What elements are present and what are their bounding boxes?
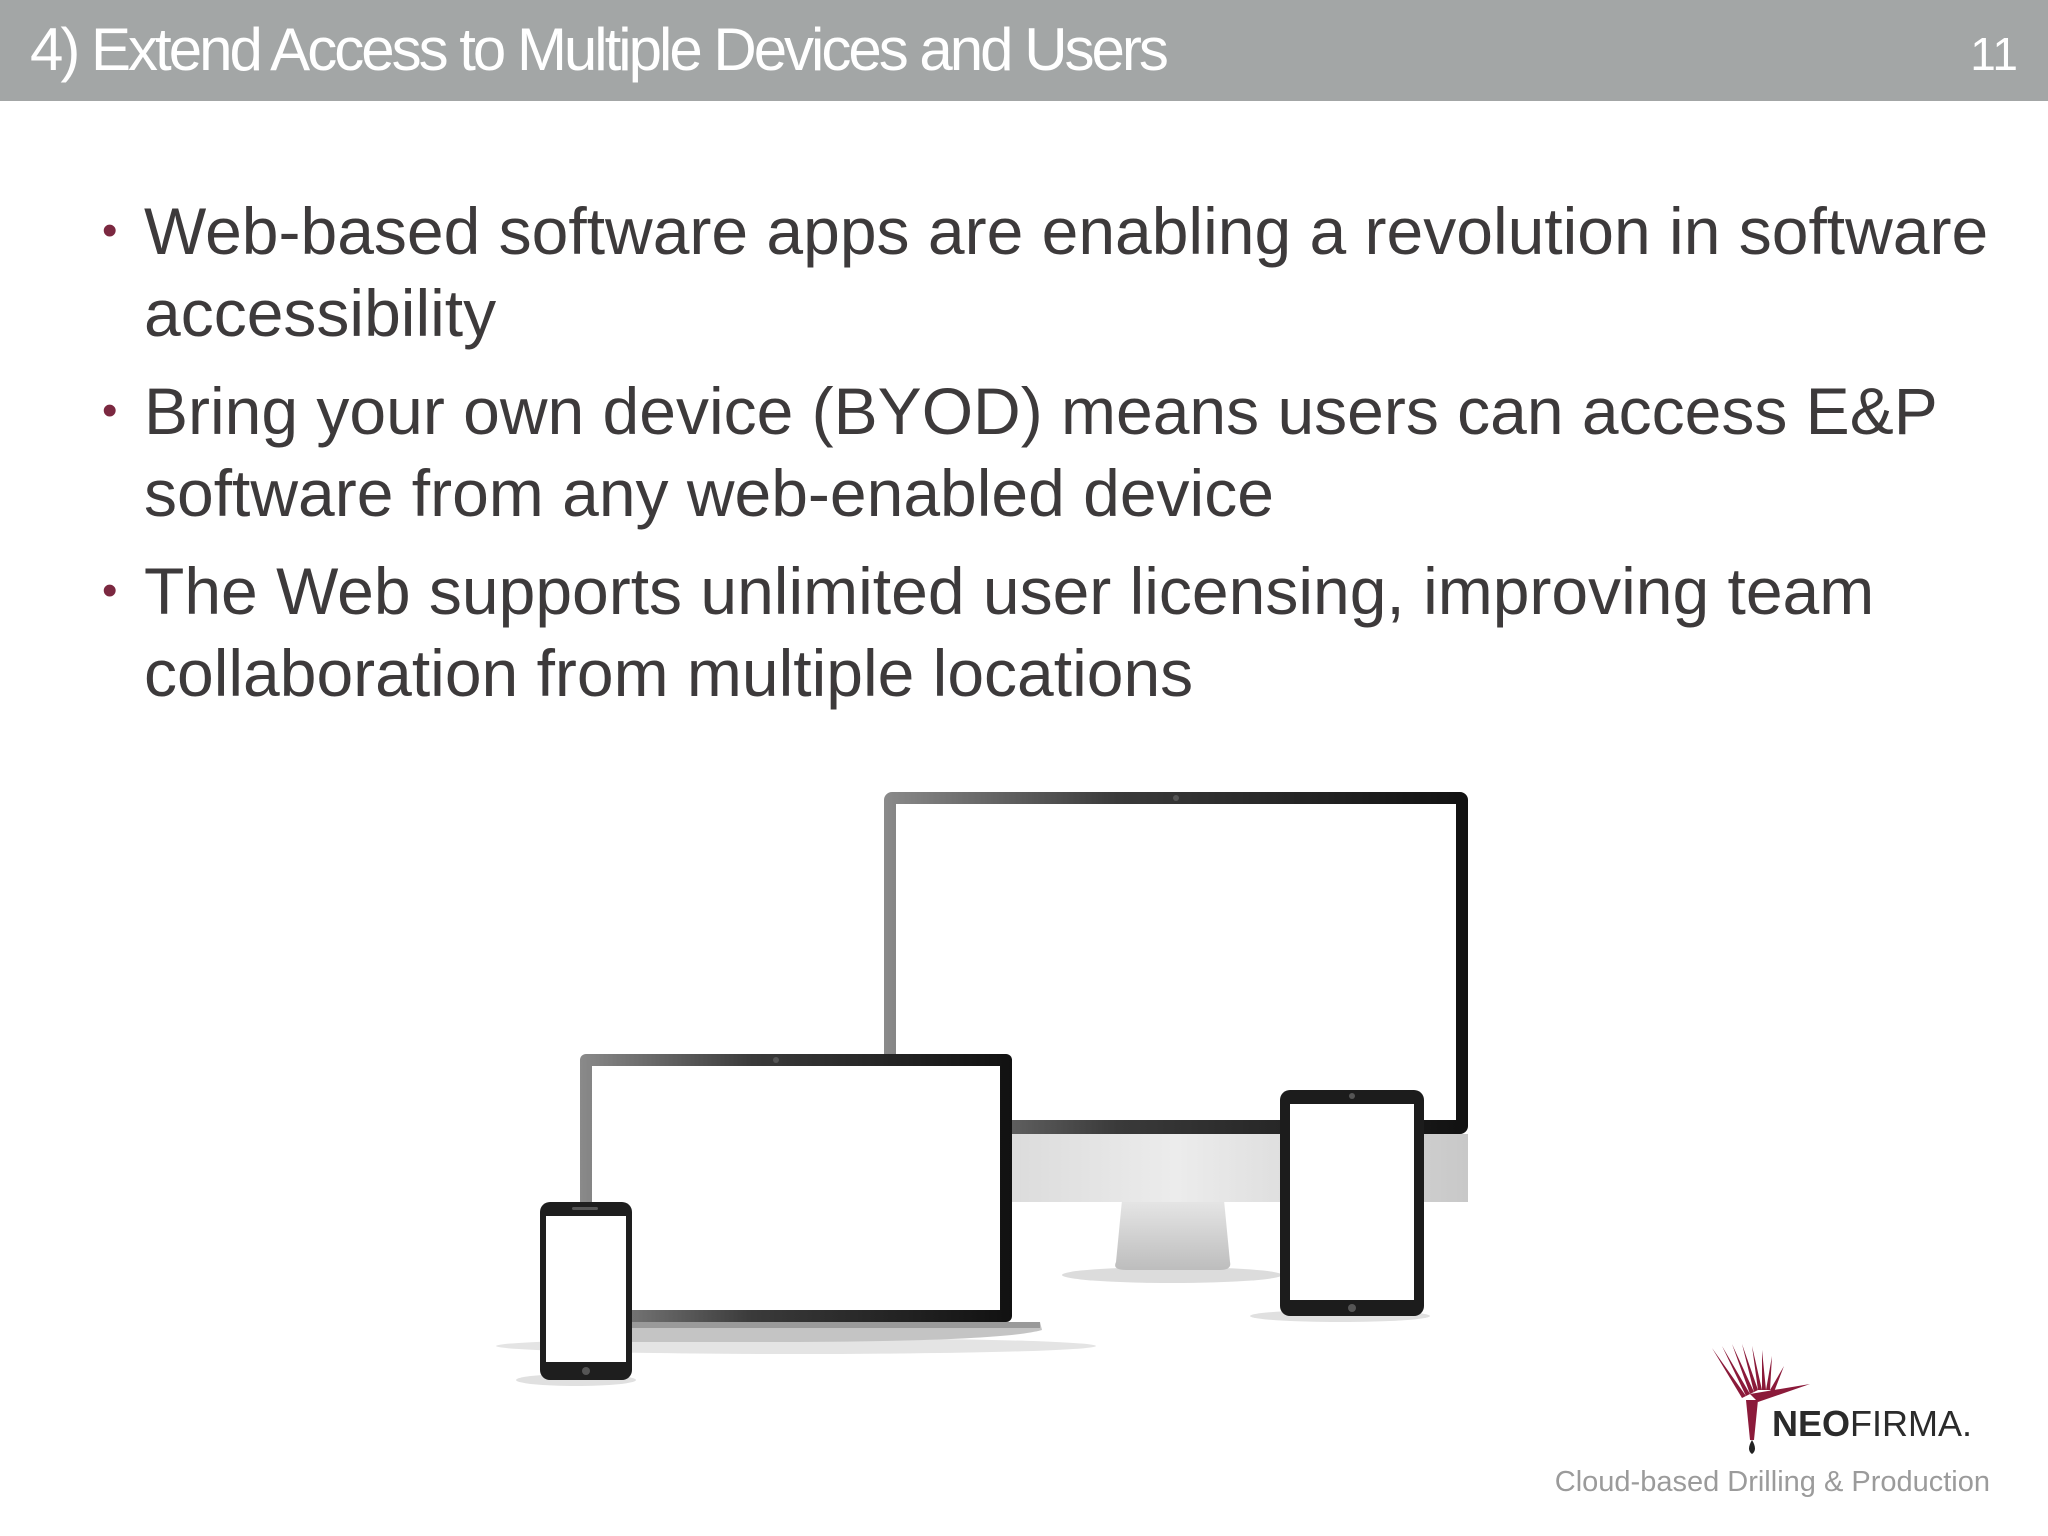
bullet-icon: • — [102, 566, 118, 615]
slide-header: 4) Extend Access to Multiple Devices and… — [0, 0, 2048, 101]
neofirma-logo-icon — [1712, 1344, 1810, 1454]
logo-name-bold: NEO — [1772, 1403, 1851, 1444]
bullet-text: The Web supports unlimited user licensin… — [144, 554, 1875, 710]
tablet-icon — [1250, 1090, 1430, 1322]
logo-tagline: Cloud-based Drilling & Production — [1554, 1466, 1990, 1498]
bullet-list: • Web-based software apps are enabling a… — [98, 190, 1998, 730]
bullet-text: Web-based software apps are enabling a r… — [144, 194, 1989, 350]
bullet-text: Bring your own device (BYOD) means users… — [144, 374, 1937, 530]
logo-mark: . — [1962, 1403, 1973, 1444]
bullet-item: • The Web supports unlimited user licens… — [98, 550, 1998, 714]
smartphone-icon — [516, 1202, 636, 1386]
bullet-icon: • — [102, 206, 118, 255]
bullet-icon: • — [102, 386, 118, 435]
bullet-item: • Bring your own device (BYOD) means use… — [98, 370, 1998, 534]
laptop-icon — [496, 1054, 1096, 1354]
logo-wordmark: NEOFIRMA. — [1772, 1403, 1972, 1445]
bullet-item: • Web-based software apps are enabling a… — [98, 190, 1998, 354]
slide-title: 4) Extend Access to Multiple Devices and… — [30, 16, 1169, 83]
logo-name-rest: FIRMA — [1850, 1403, 1963, 1444]
page-number: 11 — [1970, 28, 2018, 80]
devices-illustration — [496, 792, 1468, 1386]
